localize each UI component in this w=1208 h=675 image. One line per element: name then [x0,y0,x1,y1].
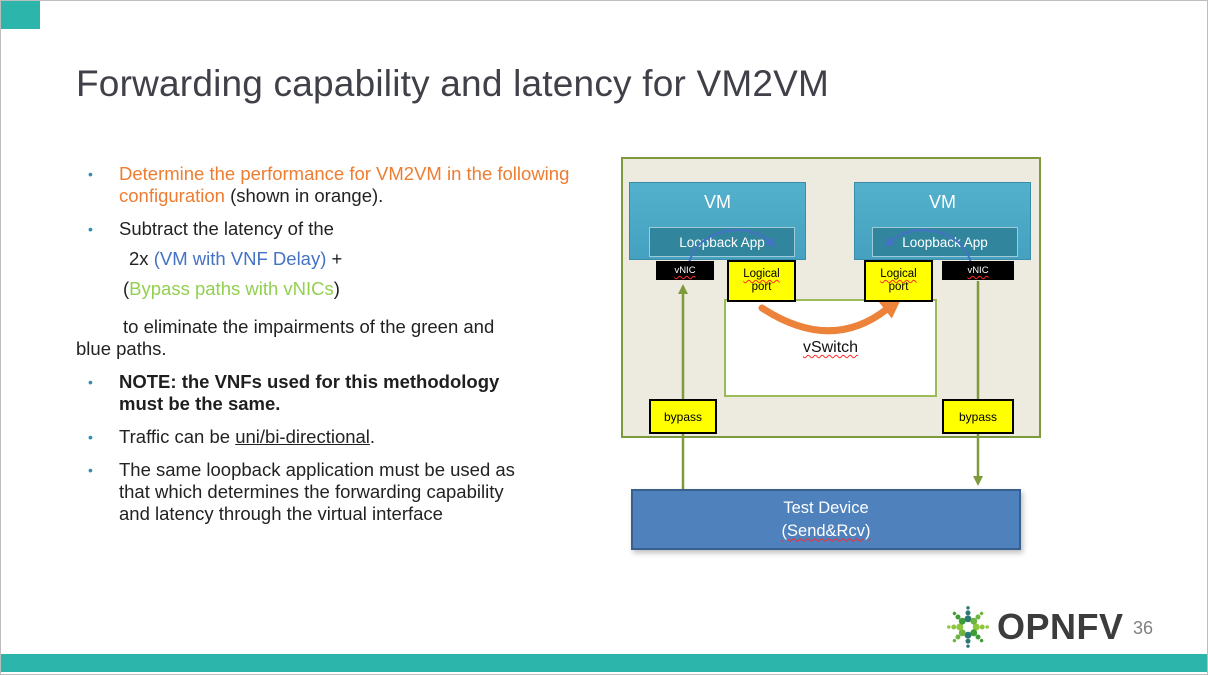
logical-port-left-box: Logical port [727,260,796,302]
loopback-app-left-label: Loopback App [679,234,765,250]
bullet-marker: • [88,166,93,182]
logical-port-right-label-line2: port [888,281,909,293]
bullet4-post-text: . [369,426,376,447]
bullet4-content: Traffic can be uni/bi-directional. [119,426,576,448]
opnfv-logo: OPNFV [945,604,1124,650]
test-device-label-line2: (Send&Rcv) [781,521,871,540]
formula1-pre: 2x [129,248,154,269]
formula2-post: ) [333,278,340,299]
bullet2-intro-line: Subtract the latency of the [119,218,576,240]
logical-port-left-label-line2: port [751,281,772,293]
bullet4-underlined-text: uni/bi-directional [235,426,370,447]
bullet5-content: The same loopback application must be us… [119,459,529,525]
vm-right-label: VM [929,192,956,212]
bottom-accent-bar [1,654,1207,672]
bullet2-tail-text1: to eliminate the impairments of the gree… [123,316,495,337]
logical-port-right-label-line1: Logical [880,268,917,280]
vnic-left-label: vNIC [674,265,696,276]
bullet2-formula-line2: (Bypass paths with vNICs) [123,278,576,300]
opnfv-logo-icon [947,606,989,648]
bullet5-text: The same loopback application must be us… [119,459,515,524]
bullet2-tail-line2: blue paths. [76,338,576,360]
bullet-item-2: • Subtract the latency of the 2x (VM wit… [76,218,576,360]
bullet1-rest-text: (shown in orange). [224,185,384,206]
loopback-app-right-box: Loopback App [872,227,1018,257]
logical-port-right-box: Logical port [864,260,933,302]
bullet-marker: • [88,374,93,390]
diagram-arrows [678,229,983,489]
bullet-item-3: • NOTE: the VNFs used for this methodolo… [76,371,576,415]
bullet2-formula-line1: 2x (VM with VNF Delay) + [129,248,576,270]
bullet-marker: • [88,462,93,478]
formula1-post: + [326,248,343,269]
page-number: 36 [1133,618,1154,638]
bullet1-orange-text: Determine the performance for VM2VM in t… [119,163,570,206]
bullet-marker: • [88,221,93,237]
top-left-accent-bar [1,1,40,29]
formula1-blue-text: (VM with VNF Delay) [153,248,327,269]
bypass-right-label: bypass [958,409,998,424]
slide-title: Forwarding capability and latency for VM… [76,63,830,104]
bypass-left-box: bypass [649,399,717,434]
test-device-box: Test Device (Send&Rcv) [631,489,1021,550]
bullet3-rest-text: . [275,393,281,414]
test-device-label-line1: Test Device [783,498,869,517]
bullet-item-5: • The same loopback application must be … [76,459,576,525]
vm2vm-diagram: VM VM Loopback App Loopback App vSwitch [619,151,1049,563]
loopback-app-right-label: Loopback App [902,234,988,250]
logical-port-left-label-line1: Logical [743,268,780,280]
bypass-left-label: bypass [663,409,703,424]
bullet1-content: Determine the performance for VM2VM in t… [119,163,571,207]
bullet-item-1: • Determine the performance for VM2VM in… [76,163,576,207]
blue-path-arc-left [688,229,776,264]
bullet-marker: • [88,429,93,445]
bullet2-intro-text: Subtract the latency of the [119,218,334,239]
bullet3-content: NOTE: the VNFs used for this methodology… [119,371,544,415]
vnic-right-box: vNIC [942,261,1014,280]
vswitch-label: vSwitch [802,339,859,356]
formula2-green-text: Bypass paths with vNICs [129,278,334,299]
bullet-item-4: • Traffic can be uni/bi-directional. [76,426,576,448]
bullet4-pre-text: Traffic can be [119,426,236,447]
bullet2-tail-text2: blue paths. [76,338,167,359]
orange-vm2vm-path-arrow [758,297,902,335]
bullet-list: • Determine the performance for VM2VM in… [76,163,576,536]
bullet3-bold-text: NOTE: the VNFs used for this methodology… [119,371,500,414]
opnfv-logo-text: OPNFV [997,606,1124,647]
bullet2-tail-line1: to eliminate the impairments of the gree… [123,316,576,338]
vnic-left-box: vNIC [656,261,714,280]
blue-path-arc-right [884,229,972,264]
bypass-right-box: bypass [942,399,1014,434]
vm-left-label: VM [704,192,731,212]
bullet2-content: Subtract the latency of the 2x (VM with … [76,218,576,360]
vnic-right-label: vNIC [967,265,989,276]
formula2-pre: ( [123,278,130,299]
